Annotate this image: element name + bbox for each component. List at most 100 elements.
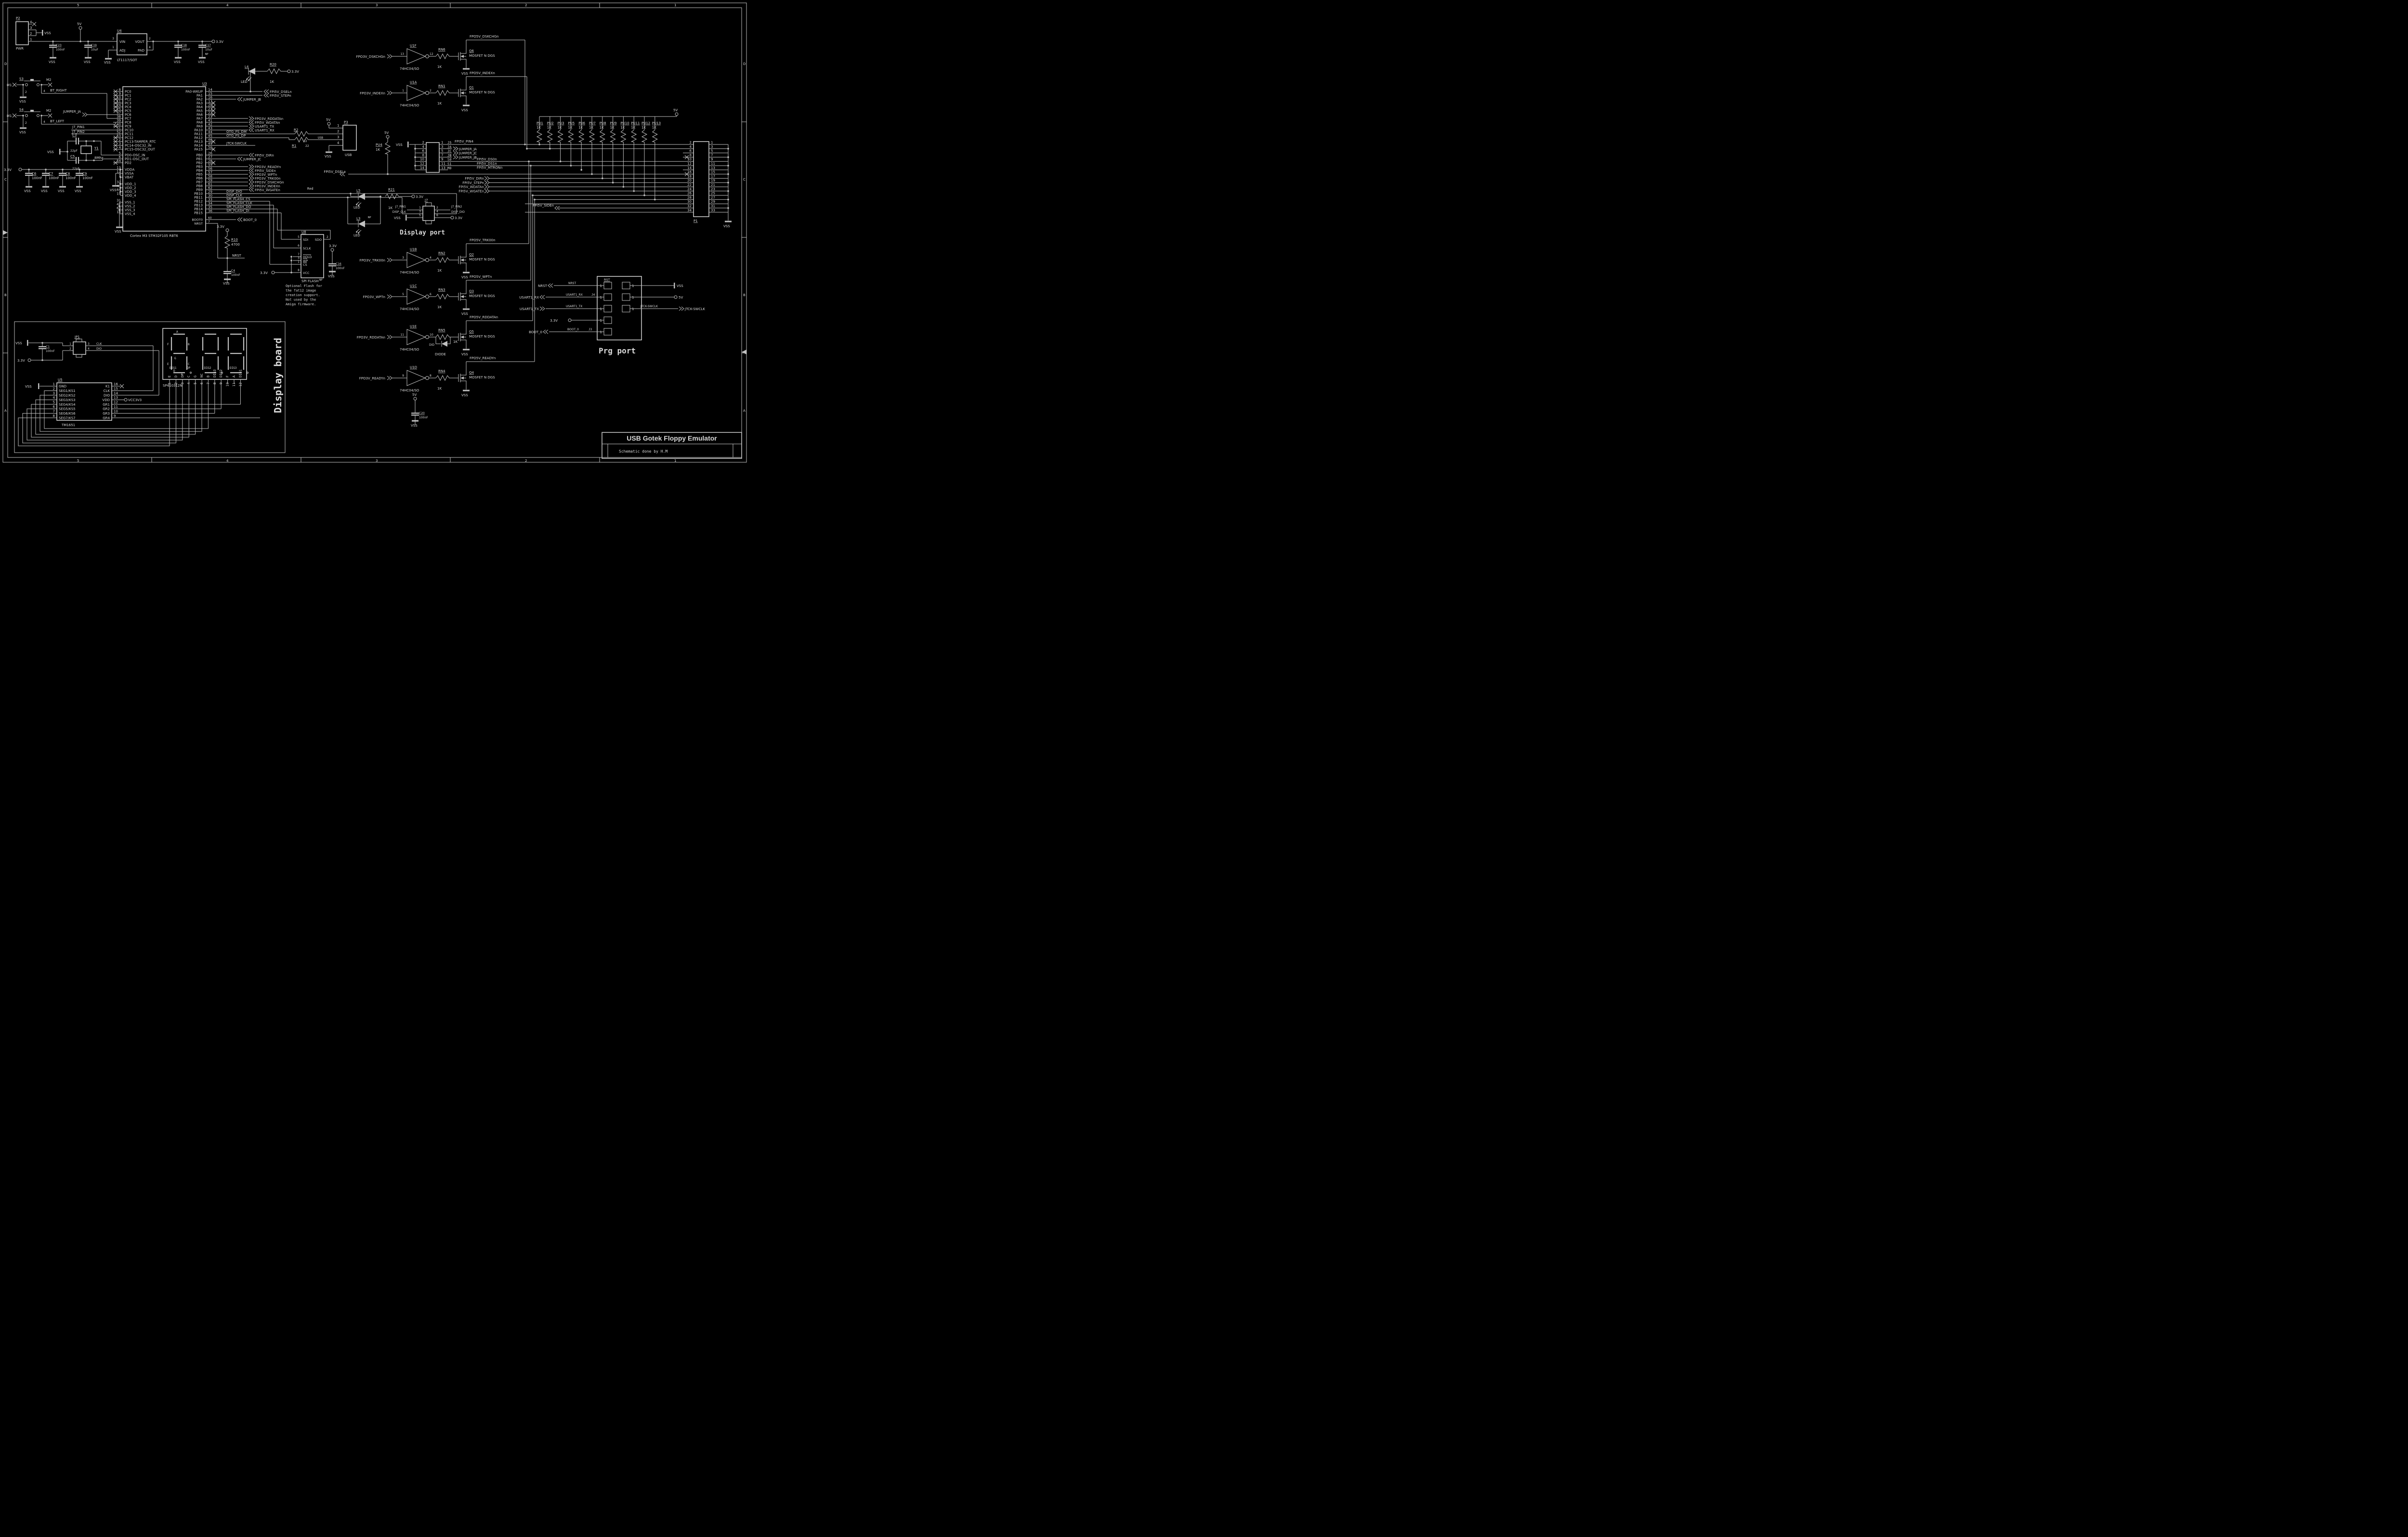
pin-in: 11 (400, 333, 404, 337)
j7-pin3: 3 (419, 210, 421, 213)
u4-pad: PAD (138, 49, 144, 52)
net-bt-left: BT_LEFT (50, 119, 65, 123)
mcu-pin-number: 64 (117, 188, 121, 192)
sevenseg-pin-name: D (174, 376, 178, 378)
mcu-pin-number: 56 (208, 167, 212, 171)
mcu-pin-number: 22 (208, 111, 212, 115)
mcu-pin-number: 57 (208, 171, 212, 175)
mcu-pin-label: VSS_3 (125, 208, 135, 212)
net-vss: VSS (461, 275, 468, 279)
c16-ref: C16 (336, 262, 341, 266)
mcu-pin-label: PB15 (194, 211, 203, 215)
mcu-pin-number: 50 (208, 146, 212, 150)
j7-pin5: 5 (419, 214, 421, 217)
sevenseg-pin-name: E (168, 376, 171, 378)
net-fpo3v-rddatan: FPO3V_RDDATAn (255, 117, 283, 121)
mcu-pin-label: PA6 (196, 113, 203, 117)
u4-part: LT1117/SOT (117, 58, 137, 62)
net-fpi5v-wgaten: FPI5V_WGATEn (255, 188, 280, 192)
net-fpi5v-dseln: FPI5V_DSELn (324, 170, 346, 174)
p3-ref: P3 (344, 120, 348, 124)
rn-val: 1K (437, 387, 442, 391)
pu-val: 1K (631, 126, 635, 130)
mcu-pin-number: 36 (208, 209, 212, 213)
schematic-title: USB Gotek Floppy Emulator (627, 434, 717, 442)
mcu-pin-label: PB14 (194, 208, 203, 211)
c18-ref: C18 (181, 44, 187, 47)
q-desc: MOSFET N DGS (469, 258, 495, 261)
q-ref: Q2 (469, 253, 474, 257)
cap-val: 100nF (65, 176, 76, 180)
r10-ref: R10 (231, 238, 238, 242)
mcu-pin-number: 34 (208, 202, 212, 206)
net-fpi5v-stepn: FPI5V_STEPn (270, 94, 291, 98)
net-disp-dio: DISP_DIO (226, 190, 242, 194)
gate-ref: U1D (410, 365, 417, 369)
sevenseg-pin-number: 2 (174, 382, 178, 384)
q-desc: MOSFET N DGS (469, 294, 495, 298)
net-vss: VSS (461, 393, 468, 397)
mcu-pin-number: 35 (208, 206, 212, 209)
s3-m1: M1 (7, 83, 12, 87)
wire-jtck-swclk: JTCK-SWCLK (640, 305, 658, 308)
seg-letter-d: D (173, 369, 175, 373)
mcu-pin-number: 52 (117, 130, 121, 134)
net-3v3: 3.3V (216, 40, 223, 44)
pu-ref: PU10 (620, 121, 629, 125)
border-row-label: A (4, 409, 7, 413)
net-jtck-swclk: JTCK-SWCLK (684, 307, 705, 311)
mcu-pin-number: 42 (208, 123, 212, 127)
p1-pin-number: 21 (711, 183, 715, 187)
mcu-pin-number: 1 (119, 174, 121, 178)
p2-name: PWR (16, 47, 24, 51)
u8-note-line: Amiga firmware. (286, 302, 316, 306)
prg-pin-number: 1 (600, 307, 602, 311)
prg-pin-number: 1 (632, 284, 634, 288)
display-board-caption: Display board (272, 338, 284, 413)
p2-pin-number: 3 (30, 26, 32, 30)
j5-pin-number: 5 (441, 149, 443, 153)
mcu-pin-label: PC9 (125, 125, 131, 129)
c16-val: 100nF (336, 267, 345, 270)
l4-ref: L4 (245, 65, 249, 69)
c20-ref: C20 (419, 412, 425, 415)
mcu-pin-label: PB0 (196, 154, 203, 157)
net-usart1-tx: USART1_TX (520, 307, 539, 311)
mcu-pin-number: 62 (208, 186, 212, 190)
net-spi-flash-cs: SPI_FLASH_CS (226, 197, 250, 201)
net-3v3: 3.3V (217, 225, 224, 229)
r2-val: 22 (303, 140, 307, 143)
c19-val: 10uF (91, 48, 98, 52)
c20-section: 5V C20 100nF VSS (410, 393, 428, 428)
fpi-signal-group: FPI5V_DIRnFPI5V_STEPnFPI5V_WDATAnFPI5V_W… (458, 176, 490, 193)
gate-part: 74HC04/SO (400, 348, 419, 352)
net-5v: 5V (679, 296, 683, 300)
p1-pin-number: 20 (687, 179, 692, 182)
pin-in: 9 (402, 374, 404, 378)
u5-pin-label: SEG4/KS4 (59, 403, 76, 406)
mcu-pin-label: PA0-WKUP (185, 90, 203, 94)
pu-val: 1K (578, 126, 583, 130)
rn-ref: RN4 (438, 369, 445, 373)
mcu-pin-number: 16 (208, 96, 212, 100)
sevenseg-pin-name: G (194, 376, 197, 378)
j5-pin-tag: JB (447, 154, 451, 157)
net-fpi5v-siden: FPI5V_SIDEn (255, 169, 276, 173)
title-block: USB Gotek Floppy Emulator Schematic done… (602, 432, 742, 459)
u4-vout: VOUT (135, 40, 144, 44)
u5-pin-label: SEG2/KS2 (59, 394, 76, 398)
q-desc: MOSFET N DGS (469, 54, 495, 58)
mcu-pin-number: 41 (208, 119, 212, 123)
net-fpi5v-pin4: FPI5V_PIN4 (455, 140, 474, 143)
mcu-pin-label: PA1 (196, 94, 203, 98)
c3-ref: C3 (72, 133, 77, 137)
s4-pin2: 2 (25, 121, 27, 125)
u4-pin1: 1 (112, 46, 114, 49)
net-out: FPO5V_RDDATAn (470, 315, 498, 319)
display-port-caption: Display port (400, 229, 445, 236)
pu-ref: PU5 (568, 121, 575, 125)
p3-name: USB (345, 153, 352, 157)
net-vss: VSS (394, 216, 401, 220)
